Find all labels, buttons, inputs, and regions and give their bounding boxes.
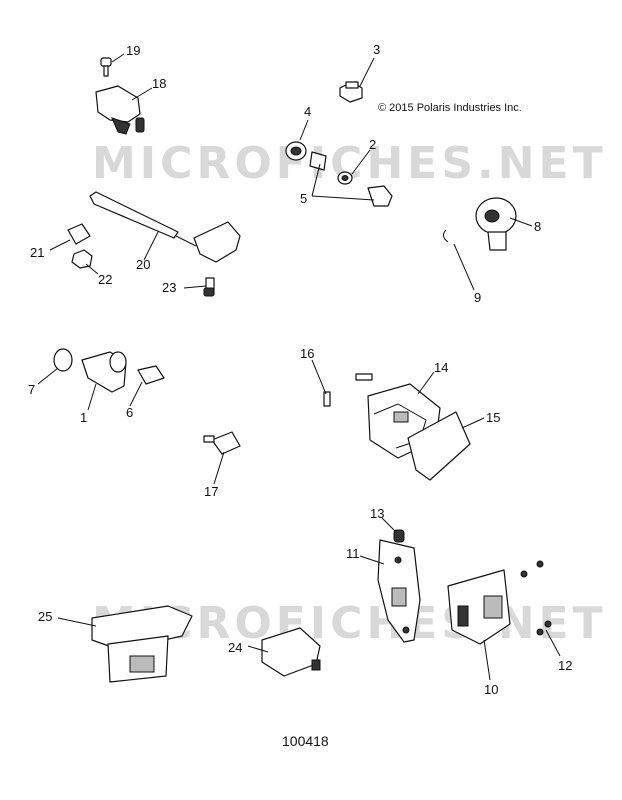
part-19-bolt — [100, 57, 112, 77]
callout-20: 20 — [136, 257, 150, 272]
callout-15: 15 — [486, 410, 500, 425]
callout-13: 13 — [370, 506, 384, 521]
callout-17: 17 — [204, 484, 218, 499]
part-5-clip — [309, 151, 393, 207]
part-20-harness — [89, 191, 241, 263]
callout-21: 21 — [30, 245, 44, 260]
callout-3: 3 — [373, 42, 380, 57]
callout-7: 7 — [28, 382, 35, 397]
part-3-plug — [339, 81, 363, 103]
callout-19: 19 — [126, 43, 140, 58]
part-1-cam-sensor — [81, 351, 127, 393]
part-21-clamp — [67, 223, 91, 245]
callout-22: 22 — [98, 272, 112, 287]
callout-1: 1 — [80, 410, 87, 425]
part-25-cover — [91, 605, 193, 683]
callout-18: 18 — [152, 76, 166, 91]
copyright-text: © 2015 Polaris Industries Inc. — [378, 102, 522, 114]
callout-11: 11 — [346, 546, 360, 561]
part-17-temp-sensor — [203, 431, 241, 455]
part-15-gasket — [407, 411, 471, 481]
part-13-screw — [393, 529, 405, 543]
callout-25: 25 — [38, 609, 52, 624]
callout-numbers: 19 18 3 4 2 5 8 9 20 21 22 23 7 1 6 16 1… — [28, 42, 572, 697]
leader-lines — [37, 53, 561, 681]
part-12-screws — [520, 560, 552, 636]
callout-6: 6 — [126, 405, 133, 420]
callout-23: 23 — [162, 280, 176, 295]
part-2-grommet — [337, 171, 353, 185]
part-23-screw — [203, 277, 215, 297]
callout-2: 2 — [369, 137, 376, 152]
callout-5: 5 — [300, 191, 307, 206]
part-22-nut — [71, 249, 93, 269]
callout-24: 24 — [228, 640, 242, 655]
part-10-ecu — [447, 569, 511, 645]
callout-12: 12 — [558, 658, 572, 673]
callout-14: 14 — [434, 360, 448, 375]
part-7-o-ring — [53, 348, 73, 372]
part-8-knock-sensor — [475, 197, 517, 251]
part-11-bracket — [377, 539, 421, 643]
part-6-pin — [137, 365, 165, 385]
callout-8: 8 — [534, 219, 541, 234]
callout-9: 9 — [474, 290, 481, 305]
part-16-screws — [323, 373, 373, 407]
callout-16: 16 — [300, 346, 314, 361]
part-9-clip — [442, 229, 449, 243]
part-4-grommet — [285, 141, 307, 161]
document-number: 100418 — [282, 733, 329, 749]
part-18-map-sensor — [95, 85, 145, 135]
callout-10: 10 — [484, 682, 498, 697]
part-24-relay — [261, 627, 321, 677]
callout-4: 4 — [304, 104, 311, 119]
